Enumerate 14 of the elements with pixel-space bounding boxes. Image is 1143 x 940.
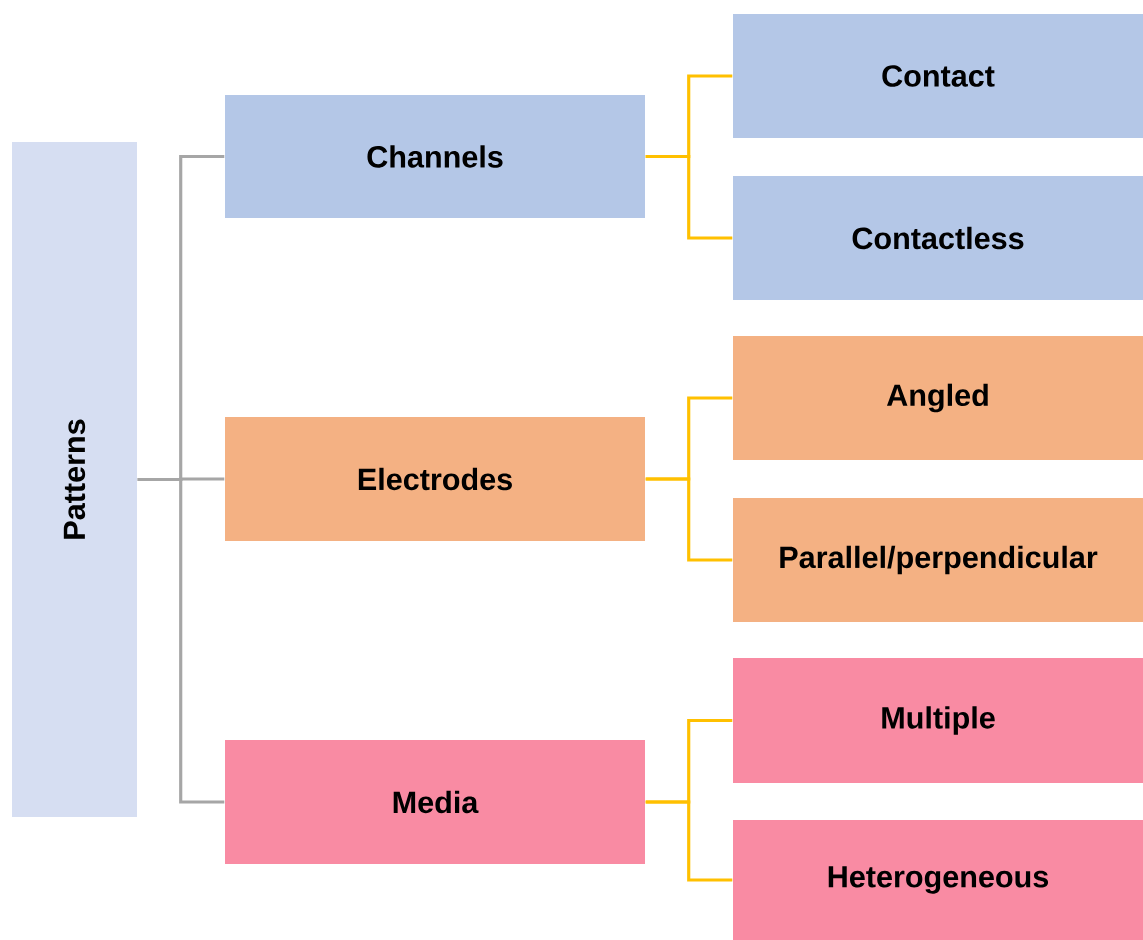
category-box: Channels — [225, 95, 645, 218]
category-box: Angled — [733, 336, 1143, 460]
category-box: Parallel/perpendicular — [733, 498, 1143, 622]
category-box: Contact — [733, 14, 1143, 138]
connector — [645, 477, 733, 562]
connector — [645, 154, 733, 240]
category-box: Contactless — [733, 176, 1143, 300]
category-box: Heterogeneous — [733, 820, 1143, 940]
category-box: Multiple — [733, 658, 1143, 783]
connector — [645, 800, 733, 882]
category-bar: Patterns — [12, 142, 137, 817]
category-box: Electrodes — [225, 417, 645, 541]
category-box: Media — [225, 740, 645, 864]
connector — [137, 477, 225, 804]
